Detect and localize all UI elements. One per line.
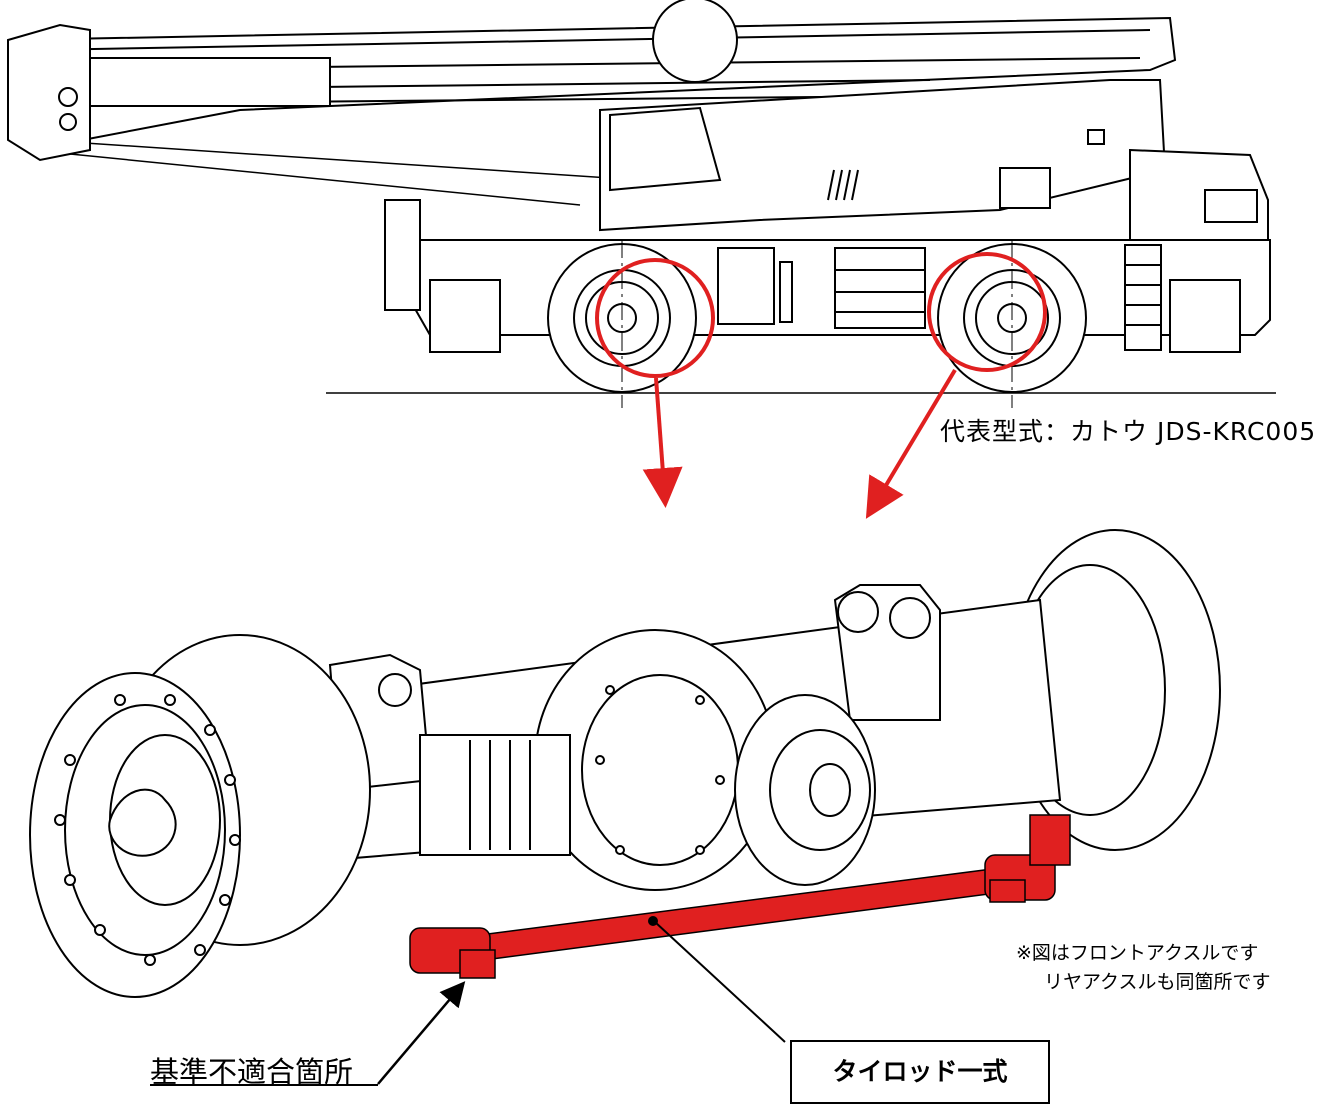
tierod-callout-leader <box>654 921 786 1043</box>
tierod-leader-dot <box>648 916 658 926</box>
rear-axle-arrow <box>865 368 957 519</box>
rear-axle-highlight-circle <box>927 252 1047 372</box>
note-rear-axle: リヤアクスルも同箇所です <box>1044 971 1271 993</box>
front-axle-arrow <box>642 377 683 508</box>
note-front-axle: ※図はフロントアクスルです <box>1016 942 1259 964</box>
defect-label-underline <box>150 1084 378 1086</box>
model-label: 代表型式：カトウ JDS-KRC005 <box>940 417 1317 446</box>
axle-assembly-icon <box>29 529 1221 998</box>
crane-side-view-icon <box>7 0 1276 408</box>
defect-location-label: 基準不適合箇所 <box>150 1055 354 1089</box>
front-axle-highlight-circle <box>595 258 715 378</box>
tie-rod-label: タイロッド一式 <box>832 1057 1008 1086</box>
defect-callout-leader <box>377 981 466 1085</box>
tie-rod-label-box: タイロッド一式 <box>790 1040 1050 1104</box>
tie-rod-assembly-icon <box>409 814 1071 979</box>
